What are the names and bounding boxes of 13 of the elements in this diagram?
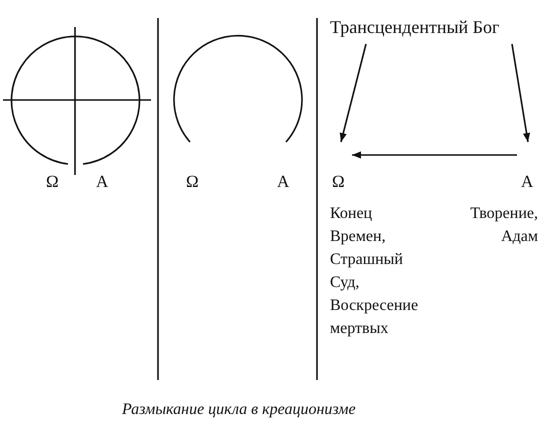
caption: Размыкание цикла в креационизме xyxy=(122,400,356,420)
point-label: А xyxy=(277,172,290,192)
event-caption: Творение, Адам xyxy=(469,204,538,247)
deity-label: Трансцендентный Бог xyxy=(330,17,500,37)
arrow xyxy=(352,151,517,159)
point-label: А xyxy=(96,172,108,192)
point-label: Ω xyxy=(186,172,199,192)
point-label: Ω xyxy=(46,172,59,192)
arrow xyxy=(511,44,530,142)
point-label: Ω xyxy=(332,172,345,192)
event-caption: Конец Времен, Страшный Суд, Воскресение мертвых xyxy=(330,204,420,339)
point-label: А xyxy=(521,172,534,192)
arrow xyxy=(340,44,367,142)
